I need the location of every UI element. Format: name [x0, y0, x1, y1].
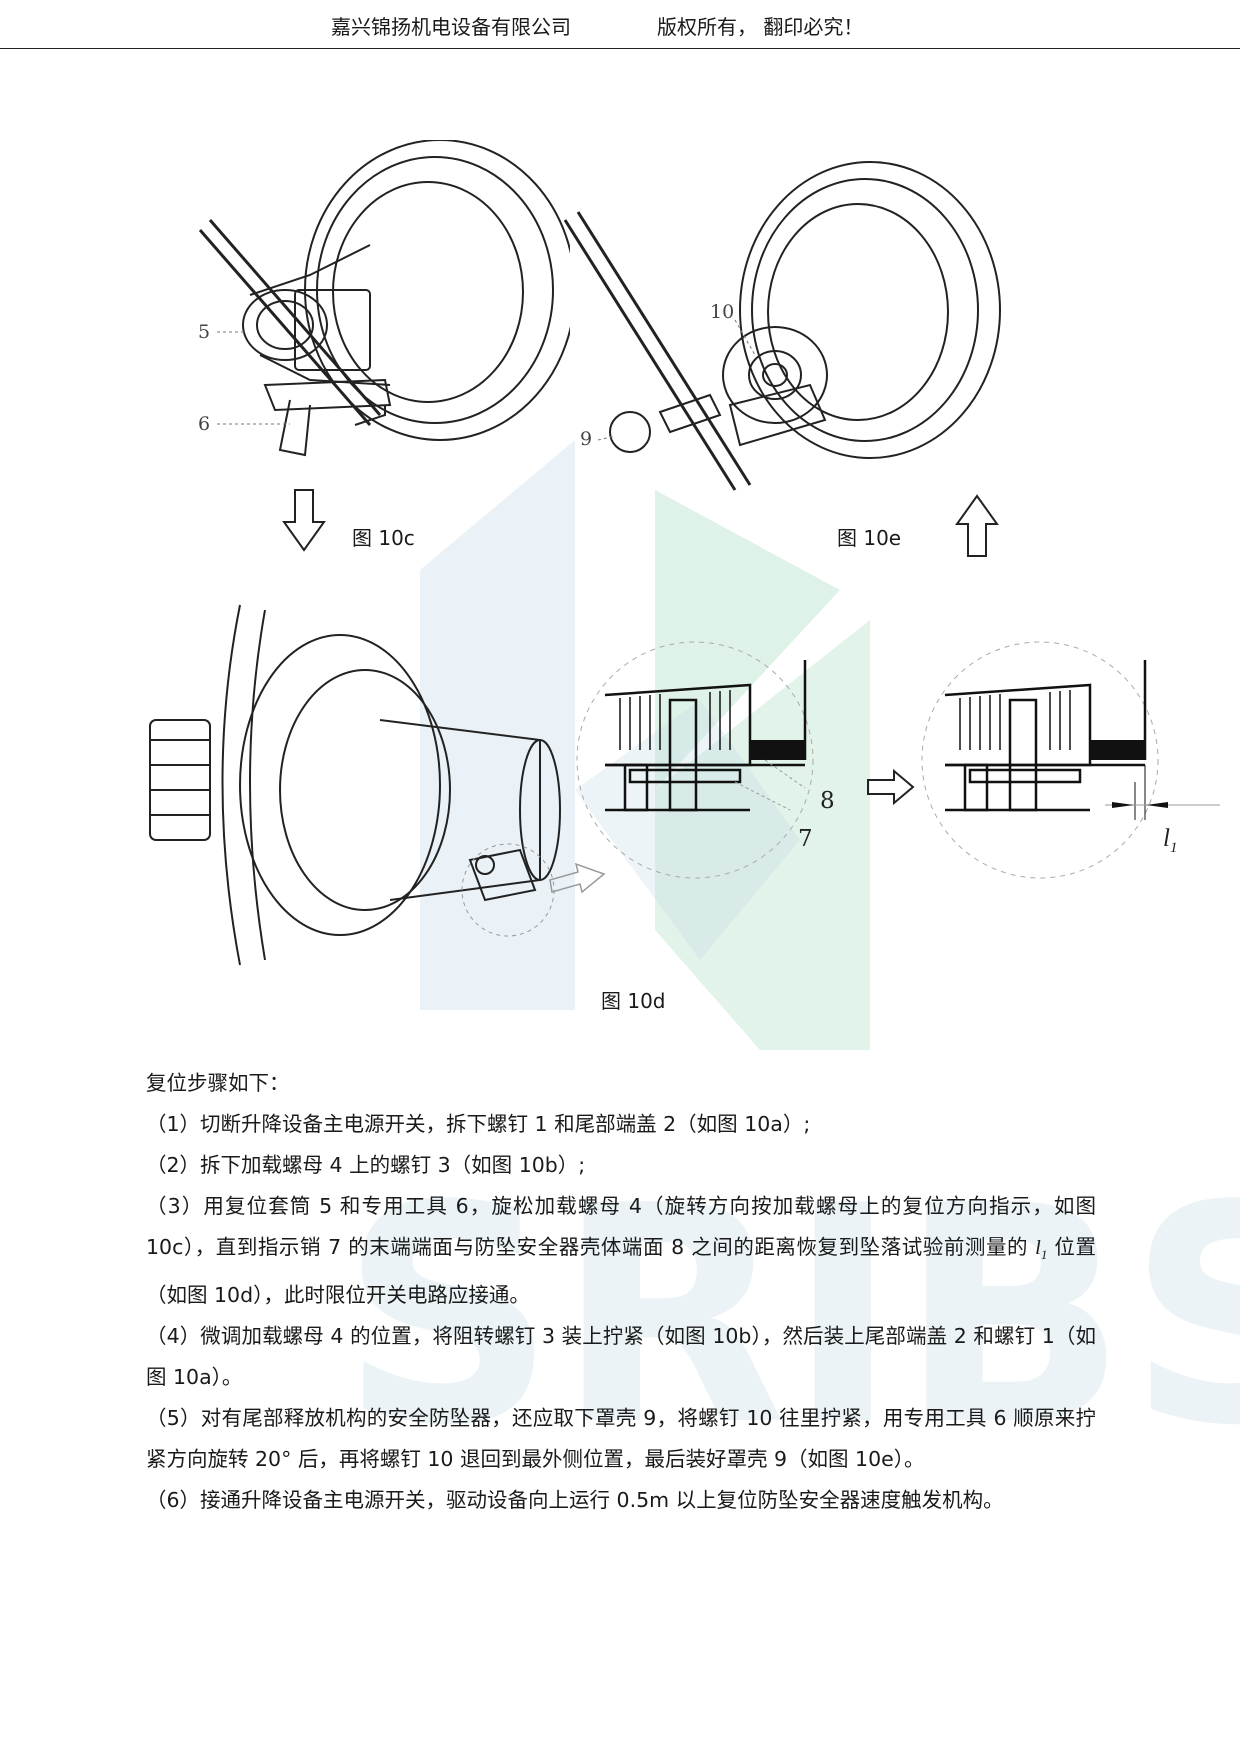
arrow-up-icon: [955, 494, 999, 557]
figure-10d-detail-before: [576, 641, 814, 879]
procedure-step-4: （4）微调加载螺母 4 的位置，将阻转螺钉 3 装上拧紧（如图 10b），然后装…: [146, 1324, 1096, 1390]
arrow-down-icon: [282, 489, 326, 552]
procedure-step-1: （1）切断升降设备主电源开关，拆下螺钉 1 和尾部端盖 2（如图 10a）;: [146, 1112, 811, 1136]
page-header: 嘉兴锦扬机电设备有限公司 版权所有， 翻印必究！: [0, 0, 1240, 49]
procedure-step-2: （2）拆下加载螺母 4 上的螺钉 3（如图 10b）;: [146, 1153, 586, 1177]
figure-10e-illustration: 10 9: [563, 161, 1001, 491]
label-5: 5: [198, 321, 210, 343]
company-name: 嘉兴锦扬机电设备有限公司: [331, 15, 571, 39]
procedure-step-6: （6）接通升降设备主电源开关，驱动设备向上运行 0.5m 以上复位防坠安全器速度…: [146, 1488, 1004, 1513]
variable-l1: l1: [1035, 1237, 1048, 1263]
caption-fig-10e: 图 10e: [837, 526, 902, 550]
figure-10c-illustration: 5 6: [198, 140, 570, 457]
label-9: 9: [580, 428, 592, 450]
label-7: 7: [798, 826, 813, 852]
dimension-label-l1: l1: [1163, 825, 1178, 856]
figure-10d-device-illustration: [149, 604, 561, 966]
arrow-right-icon: [867, 768, 915, 806]
procedure-step-3: （3）用复位套筒 5 和专用工具 6，旋松加载螺母 4（旋转方向按加载螺母上的复…: [146, 1194, 1096, 1308]
figure-10d-detail-after: [921, 641, 1220, 879]
arrow-right-small-icon: [549, 862, 606, 894]
copyright-notice: 版权所有， 翻印必究！: [657, 15, 864, 39]
reset-procedure-text: 复位步骤如下： （1）切断升降设备主电源开关，拆下螺钉 1 和尾部端盖 2（如图…: [146, 1063, 1096, 1521]
procedure-intro: 复位步骤如下：: [146, 1071, 290, 1095]
label-6: 6: [198, 413, 210, 435]
procedure-step-5: （5）对有尾部释放机构的安全防坠器，还应取下罩壳 9，将螺钉 10 往里拧紧，用…: [146, 1406, 1096, 1472]
caption-fig-10d: 图 10d: [601, 989, 666, 1013]
label-10: 10: [710, 301, 734, 323]
caption-fig-10c: 图 10c: [352, 526, 415, 550]
label-8: 8: [820, 788, 835, 814]
